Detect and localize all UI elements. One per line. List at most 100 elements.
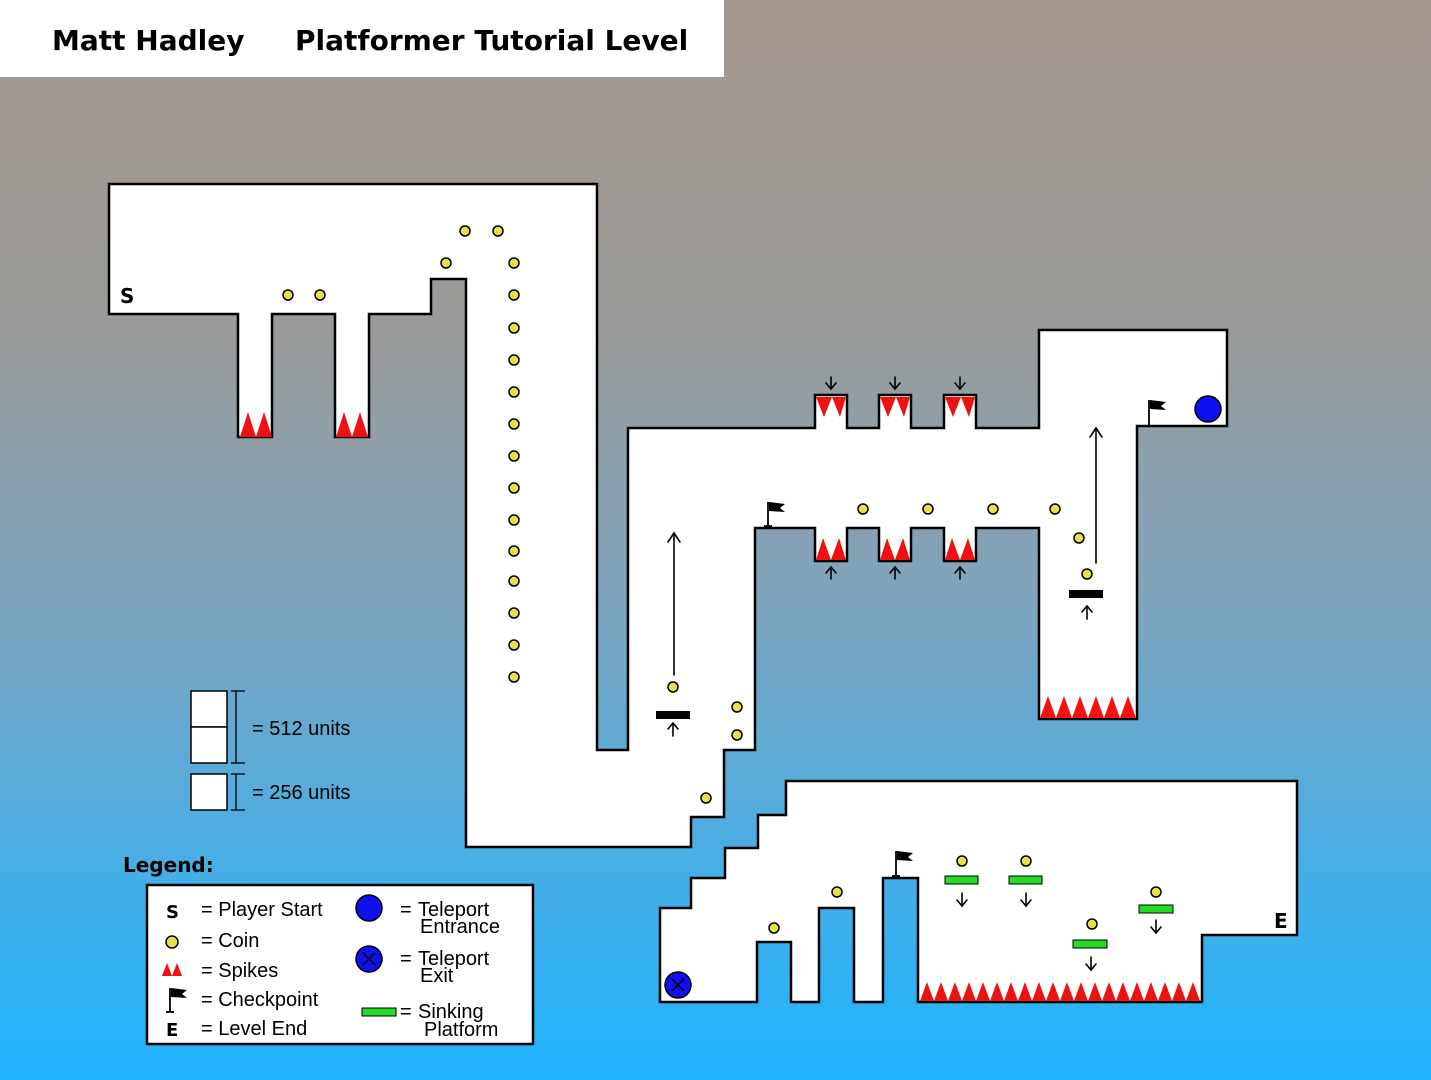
legend-spikes-icon — [162, 963, 182, 976]
down-arrow-icon — [1020, 892, 1032, 908]
up-arrow-icon — [667, 721, 679, 737]
long-up-arrow-icon — [667, 531, 681, 676]
coin — [314, 289, 326, 301]
coin — [508, 257, 520, 269]
down-arrow-icon — [825, 376, 837, 391]
long-up-arrow-icon — [1089, 426, 1103, 564]
sinking-platform — [944, 875, 979, 885]
coin — [508, 671, 520, 683]
coin — [508, 482, 520, 494]
scale-key: = 512 units = 256 units — [190, 690, 350, 811]
teleport-exit-icon — [664, 971, 692, 999]
spikes-ceiling-2 — [880, 397, 910, 417]
coin — [857, 503, 869, 515]
coin — [492, 225, 504, 237]
legend-sinking-line1: Sinking — [418, 1001, 484, 1023]
legend-tp-exit-eq: = — [400, 948, 412, 970]
coin — [987, 503, 999, 515]
spikes-floor-3 — [945, 538, 975, 560]
coin — [700, 792, 712, 804]
legend-end-label: = Level End — [201, 1018, 307, 1040]
up-arrow-icon — [1081, 604, 1093, 620]
coin — [508, 545, 520, 557]
coin — [1081, 568, 1093, 580]
up-arrow-icon — [954, 565, 966, 580]
coin — [1020, 855, 1032, 867]
scale-block-256 — [190, 773, 228, 811]
spikes-shaft-bottom — [1040, 696, 1136, 718]
legend-tp-entrance-line1: Teleport — [418, 899, 490, 921]
spikes-pit-2 — [336, 412, 368, 437]
coin — [1073, 532, 1085, 544]
level-title: Platformer Tutorial Level — [295, 24, 689, 57]
scale-block-512-lower — [190, 726, 228, 764]
coin — [459, 225, 471, 237]
coin — [1086, 918, 1098, 930]
legend-tp-entrance-line2: Entrance — [420, 916, 500, 938]
legend-coin-icon — [165, 935, 179, 949]
coin — [1150, 886, 1162, 898]
header-banner: Matt Hadley Platformer Tutorial Level — [0, 0, 724, 77]
legend-teleport-entrance-icon — [355, 894, 383, 922]
spikes-pit-1 — [240, 412, 272, 437]
spikes-floor-2 — [880, 538, 910, 560]
coin — [508, 418, 520, 430]
coin — [440, 257, 452, 269]
scale-block-512 — [190, 690, 228, 728]
down-arrow-icon — [1085, 956, 1097, 972]
down-arrow-icon — [1150, 919, 1162, 935]
legend-tp-exit-line1: Teleport — [418, 948, 490, 970]
coin — [282, 289, 294, 301]
coin — [508, 575, 520, 587]
level-area-upper — [107, 182, 1229, 849]
sinking-platform — [1072, 939, 1108, 949]
checkpoint-flag-icon — [764, 502, 785, 527]
level-end-marker: E — [1274, 909, 1288, 933]
spikes-floor-1 — [816, 538, 846, 560]
legend-box: S = Player Start = Coin = Spikes = Check… — [145, 883, 535, 1046]
checkpoint-flag-icon — [892, 851, 913, 877]
checkpoint-flag-icon — [1145, 400, 1166, 427]
legend-checkpoint-icon — [166, 988, 187, 1013]
down-arrow-icon — [954, 376, 966, 391]
sinking-platform — [1138, 904, 1174, 914]
coin — [508, 289, 520, 301]
player-start-marker: S — [120, 284, 134, 308]
coin — [508, 354, 520, 366]
legend-coin-label: = Coin — [201, 930, 259, 952]
sinking-platform — [1008, 875, 1043, 885]
down-arrow-icon — [889, 376, 901, 391]
coin — [508, 450, 520, 462]
coin — [508, 514, 520, 526]
scale-label-512: = 512 units — [252, 718, 350, 740]
author-name: Matt Hadley — [52, 24, 245, 57]
legend-checkpoint-label: = Checkpoint — [201, 989, 319, 1011]
coin — [731, 701, 743, 713]
legend-teleport-exit-icon — [355, 945, 383, 973]
legend-tp-entrance-eq: = — [400, 899, 412, 921]
moving-platform-1 — [656, 711, 690, 719]
teleport-entrance-icon — [1194, 395, 1222, 423]
coin — [956, 855, 968, 867]
coin — [508, 607, 520, 619]
legend-sinking-line2: Platform — [424, 1019, 498, 1041]
level-area-lower — [658, 779, 1299, 1004]
up-arrow-icon — [825, 565, 837, 580]
coin — [667, 681, 679, 693]
coin — [922, 503, 934, 515]
coin — [768, 922, 780, 934]
down-arrow-icon — [956, 892, 968, 908]
coin — [508, 322, 520, 334]
coin — [831, 886, 843, 898]
legend-heading: Legend: — [123, 853, 214, 877]
coin — [1049, 503, 1061, 515]
spikes-ceiling-1 — [816, 397, 846, 417]
coin — [731, 729, 743, 741]
legend-start-symbol: S — [166, 902, 179, 923]
legend-spikes-label: = Spikes — [201, 960, 278, 982]
legend-start-label: = Player Start — [201, 899, 323, 921]
legend-sinking-eq: = — [400, 1001, 412, 1023]
coin — [508, 386, 520, 398]
spikes-ceiling-3 — [945, 397, 975, 417]
